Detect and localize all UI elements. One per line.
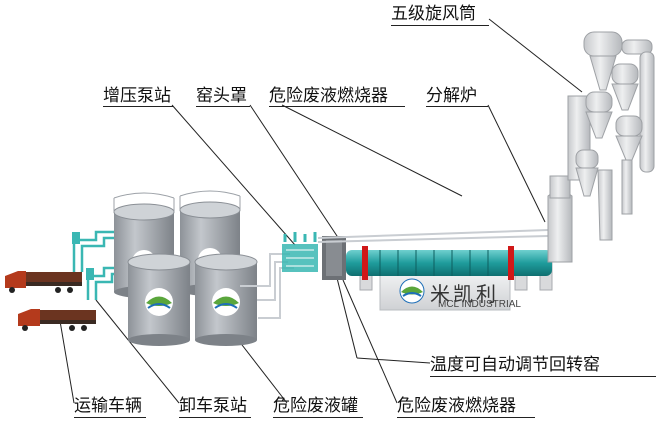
leader-burner-bottom [342,279,398,404]
truck-1-wheel [67,287,73,293]
truck-1-cab [5,271,26,288]
underline-kiln [430,376,656,377]
leader-cyclone [488,18,583,93]
truck-2-bed [40,310,96,322]
label-calciner: 分解炉 [426,86,477,106]
brand-logo-block [399,278,425,304]
tank-front-left [127,253,191,346]
label-burner-bottom: 危险废液燃烧器 [397,396,516,416]
label-burner-top: 危险废液燃烧器 [269,86,388,106]
leader-kiln-hood [249,104,344,246]
truck-2-wheel [81,325,87,331]
label-unload-pump: 卸车泵站 [179,396,247,416]
truck-1 [5,271,82,293]
truck-2-cab [18,309,40,326]
truck-2-wheel [22,325,28,331]
label-kiln: 温度可自动调节回转窑 [430,355,600,375]
label-kiln-hood: 窑头罩 [196,86,247,106]
label-pump-station: 增压泵站 [103,86,171,106]
leader-vehicle [59,320,75,404]
truck-1-chassis [26,282,82,286]
truck-1-wheel [9,287,15,293]
truck-2-wheel [69,325,75,331]
underline-pump-station [103,106,173,107]
rotary-kiln [346,246,552,280]
booster-pump-station [282,232,318,272]
leader-kiln-a [356,357,431,364]
underline-unload-pump [179,417,251,418]
underline-vehicle [74,417,146,418]
kiln-tyre [508,246,514,280]
label-cyclone: 五级旋风筒 [391,4,476,24]
brand-name-en: MCL INDUSTRIAL [438,299,521,310]
brand-name-cn: 米凯利 [430,282,499,306]
cyclone-preheater [567,31,655,241]
truck-1-wheel [55,287,61,293]
underline-calciner [426,106,488,107]
underline-burner-top [269,106,405,107]
truck-2-chassis [40,320,96,324]
leader-kiln-b [334,269,358,359]
truck-1-bed [26,272,82,284]
kiln-tyre [362,246,368,280]
label-vehicle: 运输车辆 [74,396,142,416]
leader-unload-pump [95,299,180,404]
truck-2 [18,309,96,331]
leader-burner-top [281,104,463,197]
leader-calciner [487,104,546,223]
underline-kiln-hood [196,106,250,107]
label-tank: 危险废液罐 [273,396,358,416]
underline-cyclone [391,25,489,26]
calciner [547,175,573,263]
underline-tank [273,417,363,418]
underline-burner-bottom [397,417,535,418]
tank-front-right [194,253,258,346]
burner-pipes [317,229,549,243]
leader-pump-station [171,104,296,246]
kiln-hood [322,236,346,280]
